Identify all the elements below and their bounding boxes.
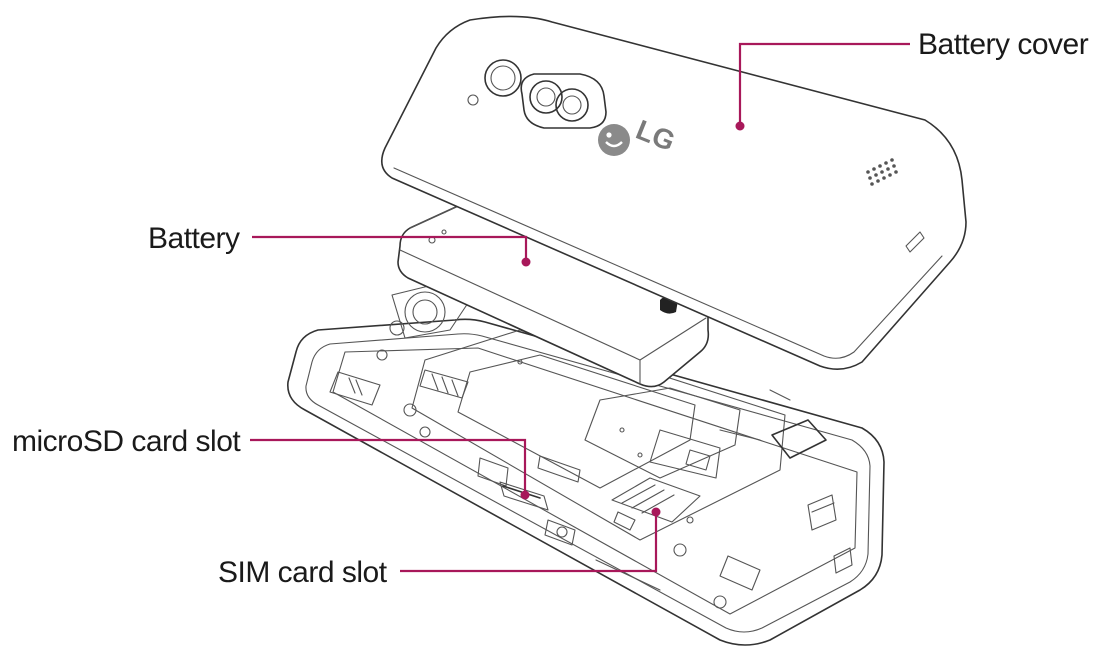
callout-battery-cover: Battery cover (735, 28, 1089, 131)
lg-logo-icon (598, 124, 630, 156)
callout-sim-slot: SIM card slot (218, 507, 661, 589)
label-sim-slot: SIM card slot (218, 556, 388, 589)
callout-battery: Battery (148, 222, 531, 267)
label-microsd-slot: microSD card slot (12, 425, 241, 458)
speaker-grille-icon (866, 158, 898, 186)
callout-microsd-slot: microSD card slot (12, 425, 530, 500)
label-battery-cover: Battery cover (918, 28, 1089, 61)
label-battery: Battery (148, 222, 240, 255)
battery-cover: LG (380, 15, 967, 370)
